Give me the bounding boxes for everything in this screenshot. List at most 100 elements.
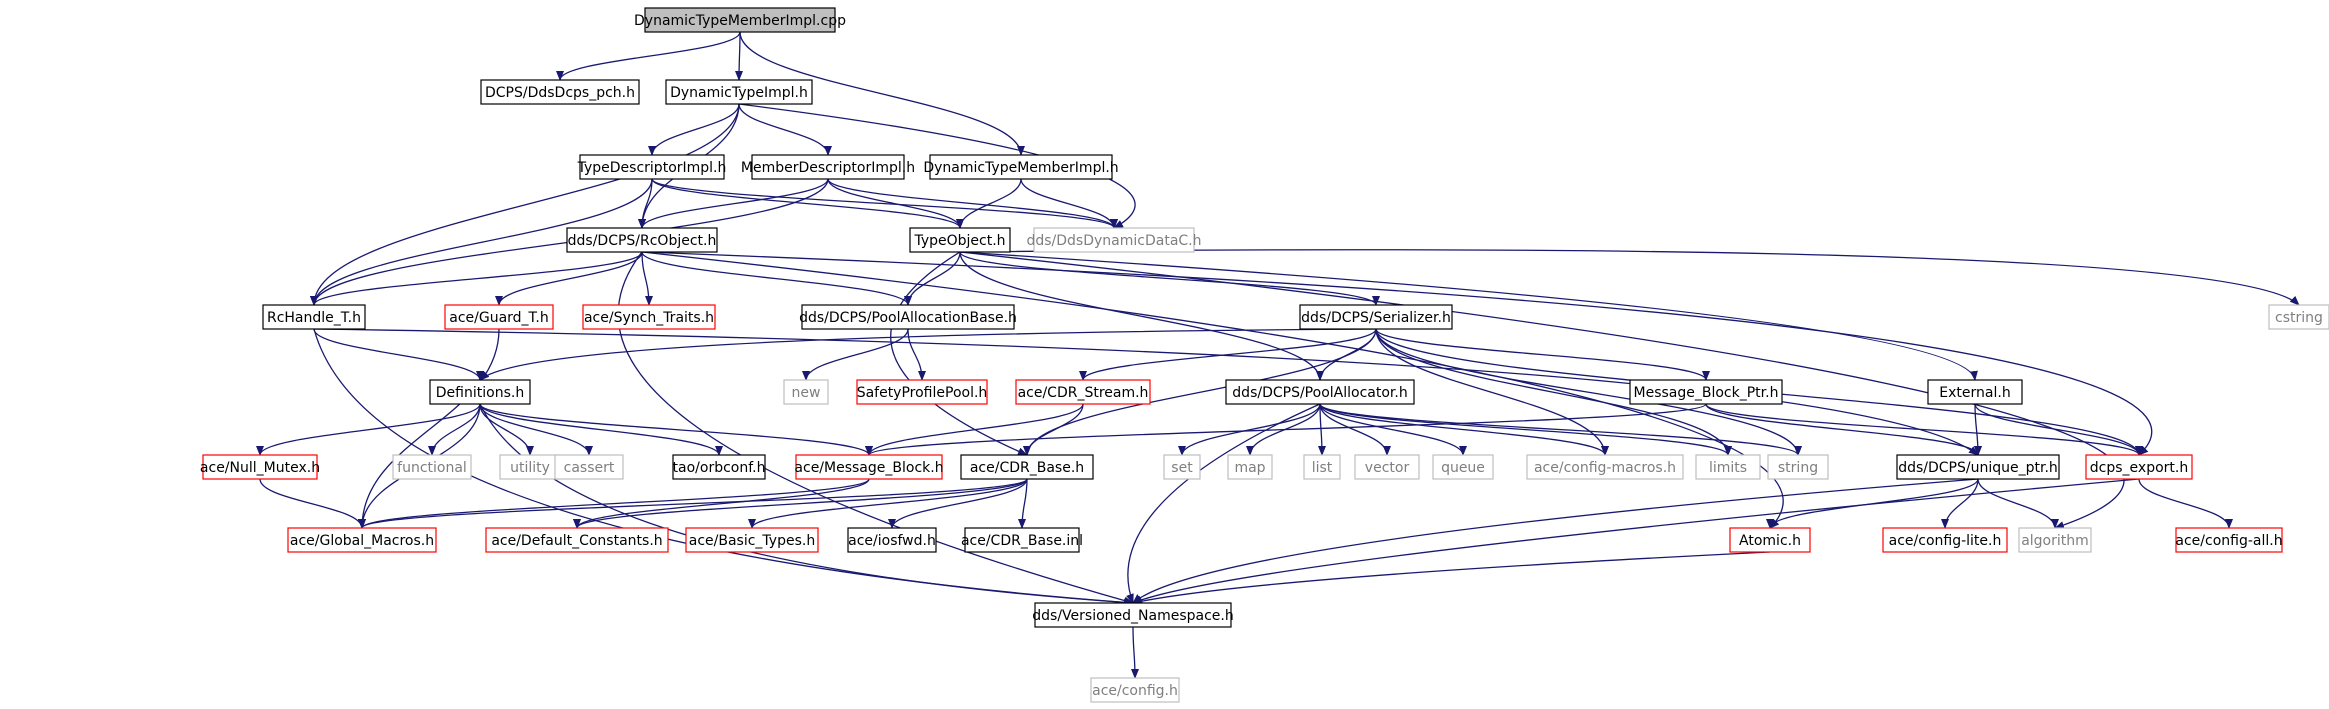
node-up[interactable]: dds/DCPS/unique_ptr.h [1896,454,2060,480]
edge-defs-to-mb [479,403,873,456]
node-map: map [1227,454,1273,480]
node-spp[interactable]: SafetyProfilePool.h [856,379,988,405]
edge-ser-to-defs [479,328,1377,381]
node-label-dexp: dcps_export.h [2090,460,2188,476]
edge-rco-to-vns [617,251,1134,605]
node-box-num [202,454,318,480]
node-rco[interactable]: dds/DCPS/RcObject.h [566,227,718,253]
node-orbconf[interactable]: tao/orbconf.h [672,454,766,480]
node-synch[interactable]: ace/Synch_Traits.h [582,304,716,330]
node-label-ext: External.h [1939,385,2010,401]
node-num[interactable]: ace/Null_Mutex.h [200,454,320,480]
node-box-synch [582,304,716,330]
node-mdi[interactable]: MemberDescriptorImpl.h [741,154,915,180]
edge-pa-to-limits [1319,403,1732,456]
node-dtmi[interactable]: DynamicTypeMemberImpl.h [923,154,1119,180]
node-guard[interactable]: ace/Guard_T.h [444,304,554,330]
edge-ser-to-limits [1375,328,1732,456]
node-label-cassert: cassert [564,460,615,476]
node-tdi[interactable]: TypeDescriptorImpl.h [577,154,727,180]
node-label-cdrs: ace/CDR_Stream.h [1018,385,1149,401]
node-label-guard: ace/Guard_T.h [449,310,549,326]
edge-dti-to-rch [310,103,740,306]
edge-defs-to-num [256,403,481,456]
node-box-bt [685,527,819,553]
node-label-rco: dds/DCPS/RcObject.h [568,233,717,249]
edge-root-to-dtmi [739,31,1025,156]
node-label-limits: limits [1709,460,1747,476]
edge-tobj-to-pab [904,251,961,306]
node-box-iosfwd [847,527,937,553]
edge-num-to-gm [259,478,366,529]
node-dti[interactable]: DynamicTypeImpl.h [665,79,813,105]
edge-rco-to-rch [310,251,643,306]
edge-tdi-to-rch [310,178,653,306]
node-box-pab [801,304,1015,330]
node-label-cfga: ace/config-all.h [2175,533,2282,549]
node-new: new [783,379,829,405]
edge-mdi-to-ddc [827,178,1118,229]
edge-ext-to-dexp [1974,403,2143,456]
edge-pab-to-spp [907,328,926,381]
node-label-vns: dds/Versioned_Namespace.h [1032,608,1233,624]
node-label-mb: ace/Message_Block.h [794,460,943,476]
node-box-new [783,379,829,405]
node-ser[interactable]: dds/DCPS/Serializer.h [1299,304,1453,330]
node-cdrinl[interactable]: ace/CDR_Base.inl [961,527,1083,553]
node-bt[interactable]: ace/Basic_Types.h [685,527,819,553]
node-label-queue: queue [1441,460,1485,476]
edge-ser-to-mbp [1375,328,1710,381]
node-ddc: dds/DdsDynamicDataC.h [1026,227,1202,253]
node-cdrs[interactable]: ace/CDR_Stream.h [1015,379,1151,405]
node-vns[interactable]: dds/Versioned_Namespace.h [1032,602,1234,628]
edge-mdi-to-rco [638,178,829,229]
node-cfgm: ace/config-macros.h [1526,454,1684,480]
node-box-cdrs [1015,379,1151,405]
edge-defs-to-functional [428,403,481,456]
edge-pa-to-string [1319,403,1802,456]
node-mb[interactable]: ace/Message_Block.h [794,454,944,480]
edge-mbp-to-mb [865,403,1707,456]
node-cfgl[interactable]: ace/config-lite.h [1882,527,2008,553]
node-box-defs [429,379,531,405]
node-label-config: ace/config.h [1092,683,1178,699]
node-atomic[interactable]: Atomic.h [1729,527,1811,553]
node-gm[interactable]: ace/Global_Macros.h [287,527,437,553]
node-pab[interactable]: dds/DCPS/PoolAllocationBase.h [799,304,1017,330]
node-defs[interactable]: Definitions.h [429,379,531,405]
node-tobj[interactable]: TypeObject.h [909,227,1011,253]
edge-mb-to-dc [573,478,870,529]
node-label-cfgm: ace/config-macros.h [1534,460,1676,476]
node-label-string: string [1778,460,1818,476]
node-dc[interactable]: ace/Default_Constants.h [485,527,669,553]
node-pa[interactable]: dds/DCPS/PoolAllocator.h [1225,379,1415,405]
node-box-dtmi [929,154,1113,180]
node-box-dti [665,79,813,105]
node-label-map: map [1234,460,1265,476]
edge-pa-to-cfgm [1319,403,1609,456]
node-ext[interactable]: External.h [1927,379,2023,405]
node-label-pch: DCPS/DdsDcps_pch.h [485,85,635,101]
node-label-pab: dds/DCPS/PoolAllocationBase.h [799,310,1017,326]
node-rch[interactable]: RcHandle_T.h [262,304,366,330]
edge-ser-to-string [1375,328,1802,456]
node-label-up: dds/DCPS/unique_ptr.h [1898,460,2058,476]
node-label-dtmi: DynamicTypeMemberImpl.h [923,160,1118,176]
node-cdrb[interactable]: ace/CDR_Base.h [960,454,1094,480]
edge-mdi-to-tobj [827,178,964,229]
node-label-list: list [1312,460,1333,476]
node-iosfwd[interactable]: ace/iosfwd.h [847,527,937,553]
node-box-list [1303,454,1341,480]
node-box-gm [287,527,437,553]
edge-cdrb-to-iosfwd [888,478,1028,529]
node-dexp[interactable]: dcps_export.h [2085,454,2193,480]
node-cfga[interactable]: ace/config-all.h [2175,527,2283,553]
node-box-cfgm [1526,454,1684,480]
node-label-cdrinl: ace/CDR_Base.inl [961,533,1083,549]
edge-ext-to-up [1973,403,1982,456]
edge-rco-to-pab [641,251,912,306]
node-mbp[interactable]: Message_Block_Ptr.h [1629,379,1783,405]
edge-cdrb-to-dc [573,478,1028,529]
node-pch[interactable]: DCPS/DdsDcps_pch.h [480,79,640,105]
edge-tobj-to-cstring [959,249,2300,306]
